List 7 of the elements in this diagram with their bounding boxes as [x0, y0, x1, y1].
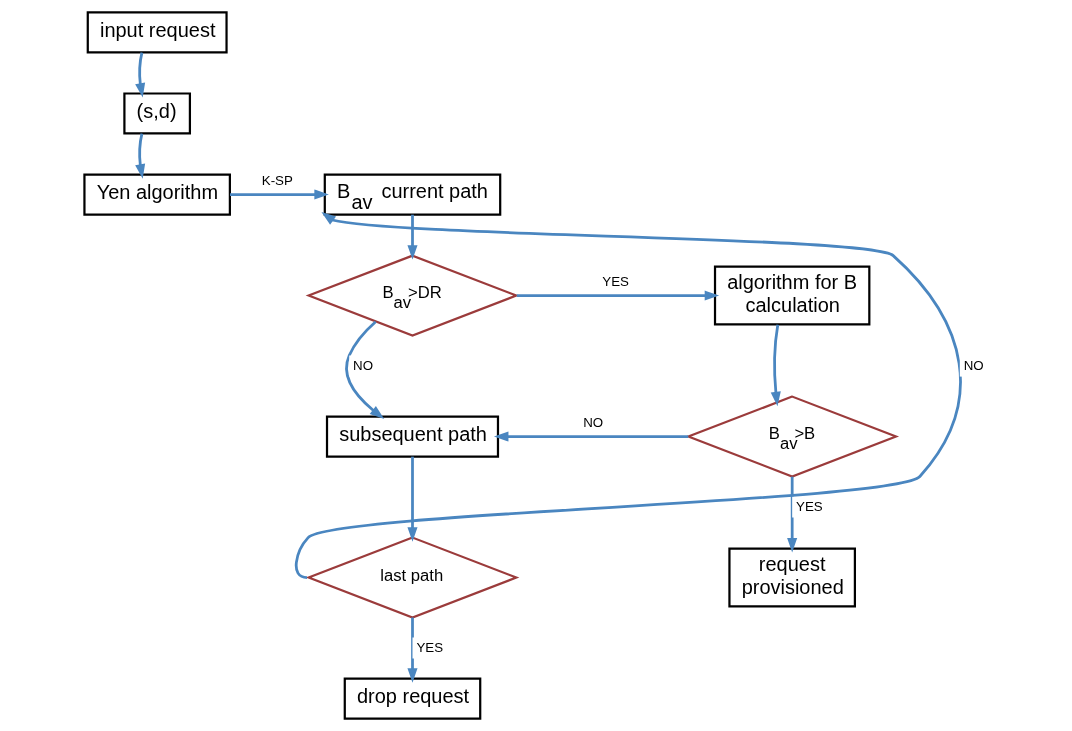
edge-label: NO [583, 414, 604, 430]
edge-label: YES [602, 273, 629, 289]
edge-label: YES [416, 640, 444, 656]
edge-label: K-SP [261, 172, 293, 188]
edge-label: NO [963, 358, 984, 374]
edge-label: YES [796, 499, 823, 515]
edge-label: NO [353, 358, 374, 374]
